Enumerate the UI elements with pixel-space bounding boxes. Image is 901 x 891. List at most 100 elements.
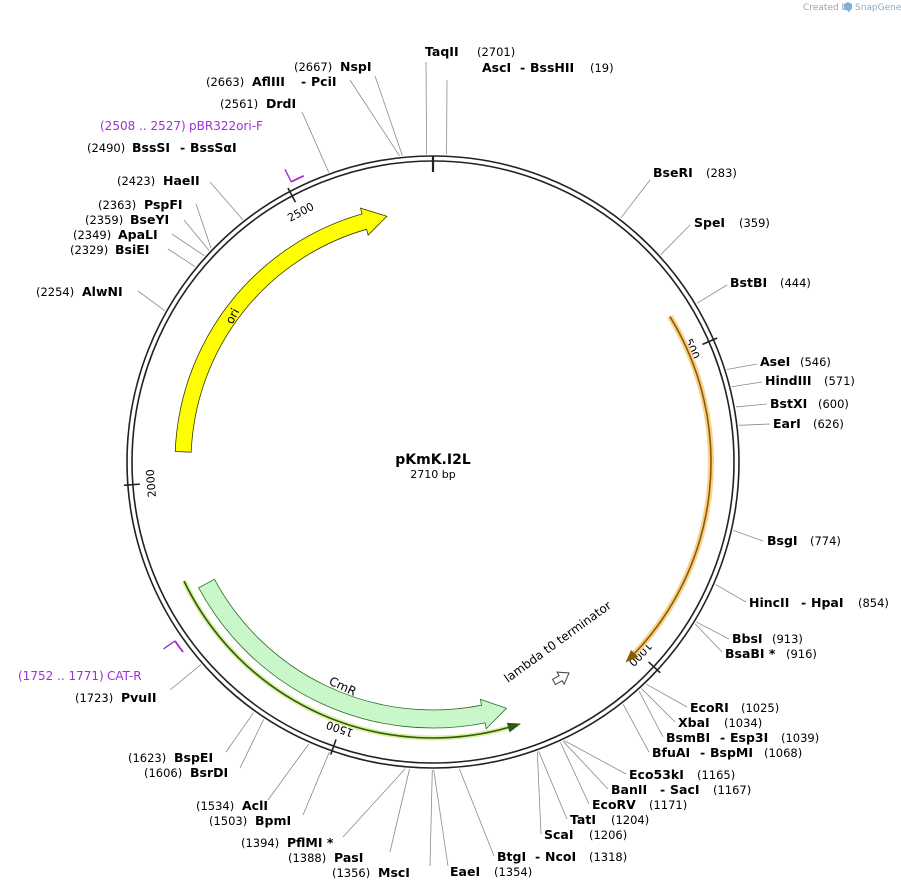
site-position: (2363) <box>98 198 136 212</box>
site-pvuii[interactable]: (1723) PvuII <box>75 690 157 705</box>
site-eco53ki[interactable]: Eco53kI (1165) <box>629 767 735 782</box>
site-name: MscI <box>378 865 410 880</box>
site-bsabi[interactable]: BsaBI * (916) <box>725 646 817 661</box>
site-hincii[interactable]: HincII - HpaI (854) <box>749 595 889 610</box>
feature-ori[interactable] <box>174 207 388 453</box>
site-eaei[interactable]: EaeI (1354) <box>450 864 532 879</box>
site-name: AscI <box>482 60 511 75</box>
site-bbsi[interactable]: BbsI (913) <box>732 631 803 646</box>
site-name: HincII <box>749 595 789 610</box>
leader-line <box>239 719 265 769</box>
site-eari[interactable]: EarI (626) <box>773 416 844 431</box>
site-position: (2359) <box>85 213 123 227</box>
site-name: BpmI <box>255 813 291 828</box>
orf-line[interactable] <box>631 316 712 657</box>
tick-2000 <box>123 483 140 487</box>
leader-line <box>301 111 330 173</box>
leader-line <box>646 683 688 708</box>
site-bsgi[interactable]: BsgI (774) <box>767 533 841 548</box>
site-btgi[interactable]: BtgI - NcoI (1318) <box>497 849 627 864</box>
site-bsssi[interactable]: (2490) BssSI - BssSαI <box>87 140 237 155</box>
leader-line <box>696 284 728 304</box>
site-xbai[interactable]: XbaI (1034) <box>678 715 762 730</box>
site-name: BtgI <box>497 849 526 864</box>
site-hindiii[interactable]: HindIII (571) <box>765 373 855 388</box>
feature-lambda-t0-terminator[interactable] <box>551 671 570 686</box>
site-bspei[interactable]: (1623) BspEI <box>128 750 213 765</box>
site-afliii[interactable]: (2663) AflIII - PciI <box>206 74 337 89</box>
site-leader-lines <box>137 61 771 867</box>
site-pflmi[interactable]: (1394) PflMI * <box>241 835 334 850</box>
leader-line <box>302 751 330 816</box>
primer-arc-CAT-R[interactable] <box>174 640 184 653</box>
leader-line <box>169 664 202 691</box>
leader-line <box>433 769 449 867</box>
primer-name: pBR322ori-F <box>189 119 263 133</box>
site-position: (1388) <box>288 851 326 865</box>
site-spei[interactable]: SpeI (359) <box>694 215 770 230</box>
site-name-separator: - <box>801 595 806 610</box>
site-bseyi[interactable]: (2359) BseYI <box>85 212 169 227</box>
site-name: EaeI <box>450 864 480 879</box>
site-position: (1206) <box>589 828 627 842</box>
site-bstbi[interactable]: BstBI (444) <box>730 275 811 290</box>
credit-brand: SnapGene <box>855 3 901 13</box>
site-tati[interactable]: TatI (1204) <box>570 812 649 827</box>
site-ecorv[interactable]: EcoRV (1171) <box>592 797 687 812</box>
primer-cat-r[interactable]: (1752 .. 1771) CAT-R <box>18 669 142 683</box>
leader-line <box>389 769 410 853</box>
feature-cmr[interactable] <box>198 578 508 730</box>
site-name-separator: - <box>535 849 540 864</box>
site-name: BstBI <box>730 275 767 290</box>
cmr-orf-arrowhead <box>506 722 522 733</box>
site-bsmbi[interactable]: BsmBI - Esp3I (1039) <box>666 730 819 745</box>
leader-line <box>564 740 627 775</box>
primer-arc-pBR322ori-F[interactable] <box>290 175 305 183</box>
site-name: BsrDI <box>190 765 228 780</box>
primer-pbr322ori-f[interactable]: (2508 .. 2527) pBR322ori-F <box>100 119 263 133</box>
site-name: BbsI <box>732 631 763 646</box>
site-position: (1068) <box>764 746 802 760</box>
site-nspi[interactable]: (2667) NspI <box>294 59 372 74</box>
site-position: (1204) <box>611 813 649 827</box>
leader-line <box>425 61 427 155</box>
site-bsrdi[interactable]: (1606) BsrDI <box>144 765 228 780</box>
site-asei[interactable]: AseI (546) <box>760 354 831 369</box>
site-msci[interactable]: (1356) MscI <box>332 865 410 880</box>
site-bstxi[interactable]: BstXI (600) <box>770 396 849 411</box>
site-position: (1534) <box>196 799 234 813</box>
primer-leader-CAT-R <box>163 640 176 650</box>
site-bseri[interactable]: BseRI (283) <box>653 165 737 180</box>
site-asci[interactable]: AscI - BssHII (19) <box>482 60 614 75</box>
site-apali[interactable]: (2349) ApaLI <box>73 227 158 242</box>
leader-line <box>560 742 590 805</box>
site-ecori[interactable]: EcoRI (1025) <box>690 700 779 715</box>
site-pspfi[interactable]: (2363) PspFI <box>98 197 183 212</box>
primer-range: (1752 .. 1771) <box>18 669 104 683</box>
leader-line <box>696 621 730 640</box>
site-acli[interactable]: (1534) AclI <box>196 798 268 813</box>
site-position: (2663) <box>206 75 244 89</box>
site-bsiei[interactable]: (2329) BsiEI <box>70 242 149 257</box>
site-pasi[interactable]: (1388) PasI <box>288 850 363 865</box>
site-banii[interactable]: BanII - SacI (1167) <box>611 782 751 797</box>
site-name: DrdI <box>266 96 296 111</box>
site-bfuai[interactable]: BfuAI - BspMI (1068) <box>652 745 802 760</box>
site-name: BseRI <box>653 165 693 180</box>
site-haeii[interactable]: (2423) HaeII <box>117 173 200 188</box>
site-name: ScaI <box>544 827 574 842</box>
site-scai[interactable]: ScaI (1206) <box>544 827 627 842</box>
leader-line <box>738 423 771 426</box>
site-drdi[interactable]: (2561) DrdI <box>220 96 296 111</box>
leader-line <box>209 181 244 220</box>
site-bpmi[interactable]: (1503) BpmI <box>209 813 291 828</box>
site-name: BfuAI <box>652 745 690 760</box>
site-taqii[interactable]: TaqII (2701) <box>425 44 515 59</box>
leader-line <box>459 768 495 857</box>
site-position: (283) <box>706 166 737 180</box>
site-name: BstXI <box>770 396 807 411</box>
site-name: BsmBI <box>666 730 710 745</box>
site-alwni[interactable]: (2254) AlwNI <box>36 284 123 299</box>
site-position: (546) <box>800 355 831 369</box>
